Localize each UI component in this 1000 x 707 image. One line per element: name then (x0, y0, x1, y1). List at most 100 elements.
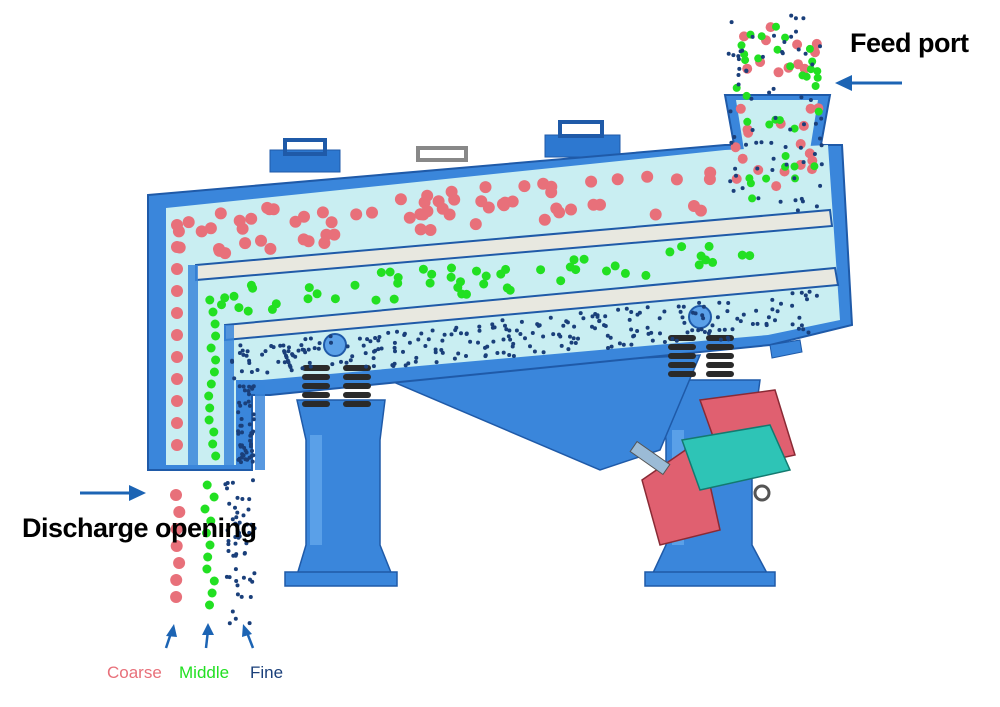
fine-particle (244, 450, 249, 455)
fine-particle (241, 575, 246, 580)
fine-particle (241, 513, 246, 518)
fine-particle (386, 330, 391, 335)
middle-particle (765, 120, 774, 129)
fine-particle (231, 553, 236, 558)
fine-particle (507, 353, 512, 357)
fine-particle (718, 337, 723, 342)
coarse-particle (799, 63, 810, 74)
middle-particle (209, 427, 219, 437)
fine-particle (662, 309, 667, 314)
fine-particle (566, 347, 571, 352)
middle-particle (620, 268, 630, 278)
coarse-particle (445, 185, 458, 198)
fine-particle (249, 385, 254, 390)
fine-particle (773, 318, 777, 323)
fine-particle (225, 528, 230, 533)
coarse-particle (171, 351, 183, 363)
middle-particle (207, 588, 217, 598)
coarse-particle (261, 201, 274, 214)
fine-particle (316, 346, 321, 351)
fine-particle (706, 331, 711, 336)
fine-particle (715, 315, 720, 320)
fine-particle (801, 16, 806, 21)
coarse-particle (171, 219, 183, 231)
fine-particle (793, 16, 798, 21)
fine-particle (236, 457, 241, 462)
middle-particle (472, 266, 481, 276)
fine-particle (731, 188, 736, 193)
fine-particle (799, 323, 804, 328)
fine-particle (657, 316, 662, 321)
fine-particle (300, 347, 305, 352)
fine-particle (239, 594, 244, 599)
coarse-particle (171, 241, 183, 253)
middle-particle (385, 267, 395, 277)
middle-particle (790, 124, 799, 133)
fine-particle (603, 324, 608, 328)
fine-particle (286, 360, 291, 365)
fine-particle (627, 317, 632, 322)
fine-particle (749, 96, 754, 101)
fine-particle (242, 551, 247, 555)
fine-particle (606, 346, 610, 350)
middle-particle (205, 295, 215, 305)
fine-particle (736, 73, 741, 77)
fine-particle (771, 156, 776, 161)
middle-particle (209, 576, 219, 586)
middle-particle (446, 272, 456, 282)
fine-particle (245, 349, 250, 354)
fine-particle (282, 350, 287, 355)
fine-particle (225, 486, 229, 491)
middle-particle (204, 391, 214, 401)
fine-particle (238, 403, 243, 408)
left-support (284, 399, 398, 587)
middle-particle (665, 247, 675, 257)
middle-particle (810, 162, 819, 171)
fine-particle (801, 327, 806, 332)
coarse-particle (170, 523, 183, 535)
middle-particle (786, 62, 795, 71)
fine-particle (511, 354, 516, 358)
fine-particle (740, 48, 745, 53)
middle-particle (456, 277, 465, 287)
fine-particle (568, 334, 572, 339)
fine-particle (788, 127, 793, 132)
fine-particle (235, 592, 240, 597)
fine-particle (530, 331, 535, 335)
fine-particle (371, 364, 376, 369)
coarse-particle (498, 199, 510, 212)
coarse-particle (195, 225, 208, 238)
fine-particle (468, 339, 473, 344)
fine-particle (728, 179, 733, 184)
middle-particle (234, 303, 244, 313)
middle-particle (579, 254, 589, 264)
coarse-particle (394, 193, 407, 206)
coarse-particle (565, 203, 577, 216)
coarse-particle (171, 263, 183, 275)
middle-particle (814, 107, 823, 116)
fine-particle (236, 429, 241, 434)
fine-particle (440, 338, 445, 343)
fine-particle (456, 351, 461, 356)
fine-particle (233, 541, 238, 546)
fine-particle (246, 507, 251, 512)
fine-particle (459, 331, 463, 336)
middle-particle (762, 174, 771, 183)
middle-particle (202, 564, 212, 574)
fine-particle (813, 121, 818, 126)
fine-particle (226, 539, 231, 543)
fine-particle (265, 370, 270, 375)
fine-particle (376, 347, 381, 352)
coarse-particle (171, 439, 183, 451)
fine-particle (750, 322, 755, 326)
middle-particle (205, 403, 215, 413)
fine-particle (725, 309, 730, 314)
fine-particle (240, 430, 244, 435)
fine-particle (247, 530, 252, 535)
fine-particle (635, 329, 640, 333)
fine-particle (235, 495, 240, 500)
fine-particle (810, 62, 815, 67)
fine-particle (252, 526, 257, 531)
fine-particle (483, 354, 488, 359)
middle-particle (248, 283, 258, 293)
